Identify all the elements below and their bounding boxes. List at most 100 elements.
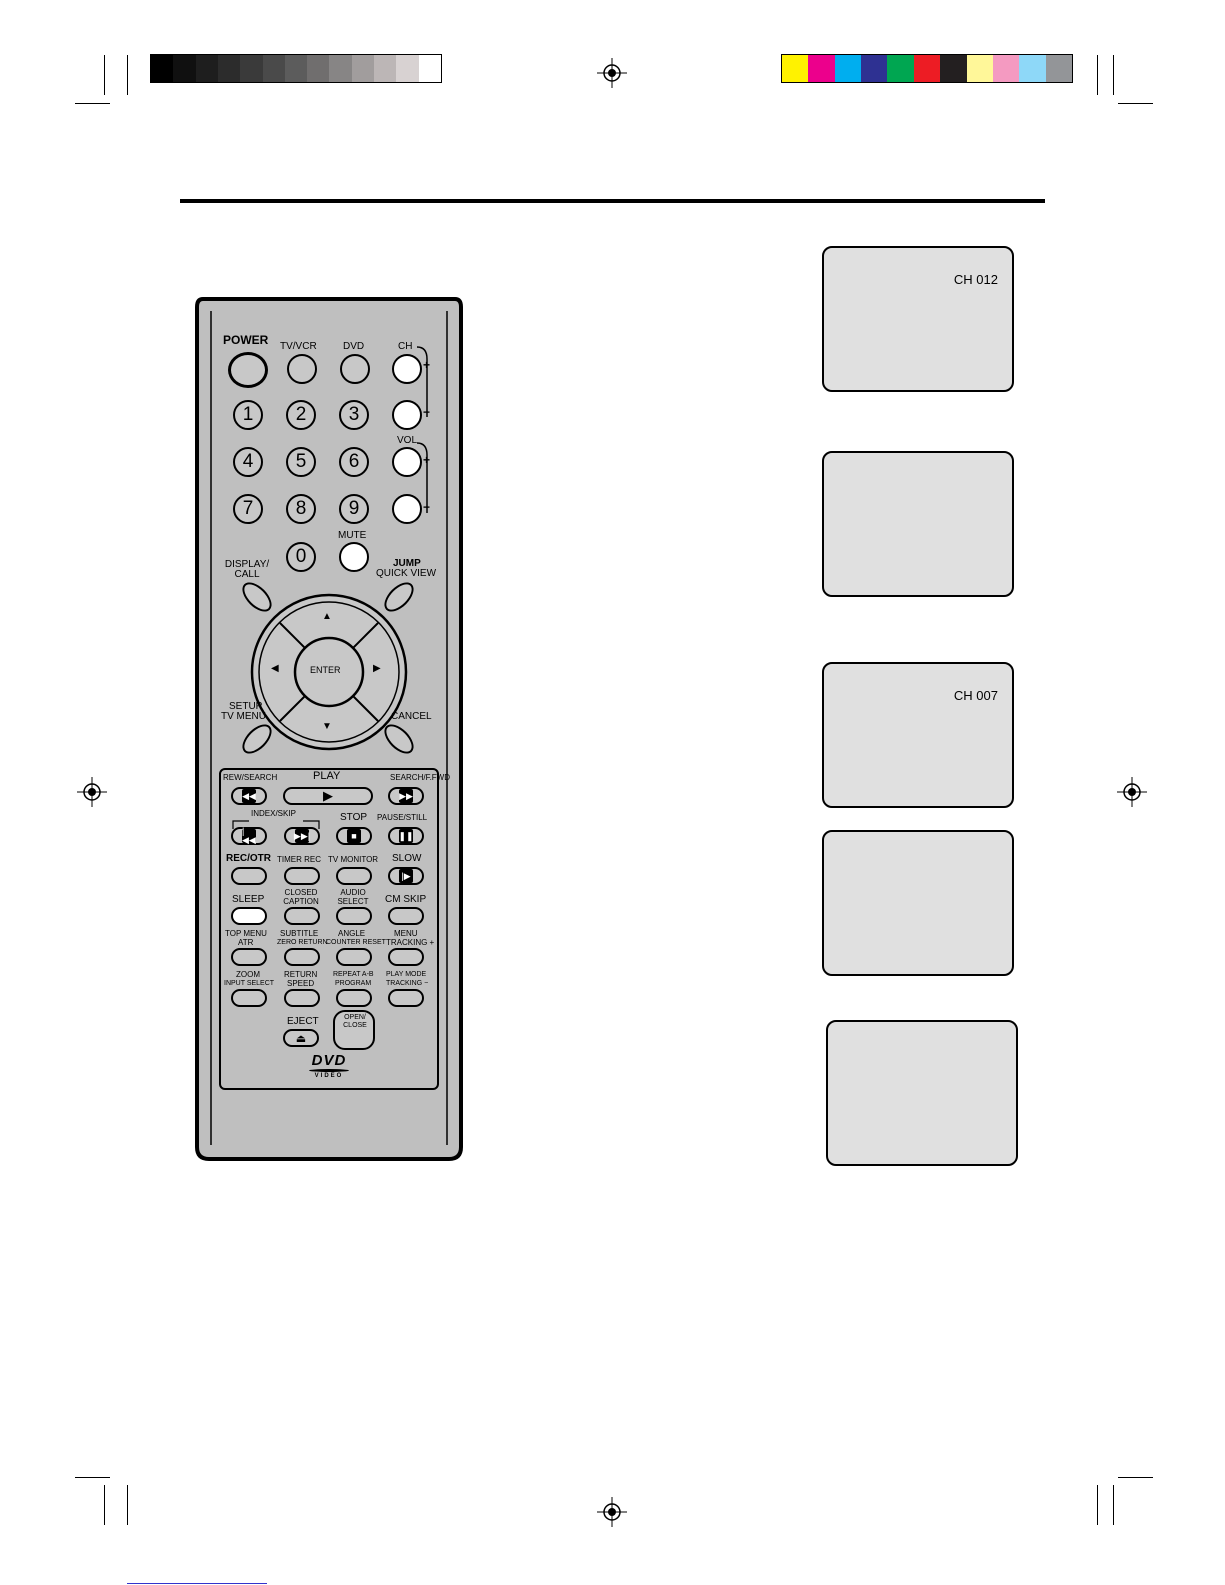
color-swatch — [834, 55, 862, 82]
eject-icon: ⏏ — [295, 1032, 307, 1045]
gray-swatch — [217, 55, 241, 82]
gray-swatch — [195, 55, 218, 82]
gray-swatch — [329, 55, 352, 82]
closed-caption-label: CLOSED CAPTION — [283, 888, 319, 906]
angle-button[interactable] — [336, 948, 372, 966]
stop-label: STOP — [340, 812, 368, 823]
digit-0-button[interactable]: 0 — [286, 542, 316, 572]
digit-4-button[interactable]: 4 — [233, 447, 263, 477]
closed-caption-button[interactable] — [284, 907, 320, 925]
zoom-label: ZOOM — [236, 970, 260, 979]
menu-tracking-plus-button[interactable] — [388, 948, 424, 966]
ch-label: CH — [398, 341, 413, 352]
play-button[interactable]: ▶ — [283, 787, 373, 805]
index-skip-label: INDEX/SKIP — [251, 809, 296, 818]
enter-button[interactable]: ENTER — [310, 665, 341, 675]
pause-still-button[interactable]: ❚❚ — [388, 827, 424, 845]
skip-back-button[interactable]: |◀◀ — [231, 827, 267, 845]
fast-forward-button[interactable]: ▶▶ — [388, 787, 424, 805]
dvd-button[interactable] — [340, 354, 370, 384]
jump-label: JUMP — [393, 558, 421, 569]
zero-return-label: ZERO RETURN — [277, 939, 328, 946]
down-arrow-icon[interactable]: ▼ — [322, 721, 332, 732]
right-arrow-icon[interactable]: ▶ — [373, 663, 381, 674]
digit-5-button[interactable]: 5 — [286, 447, 316, 477]
ch-minus-label: − — [423, 405, 431, 419]
repeat-ab-program-button[interactable] — [336, 989, 372, 1007]
pause-icon: ❚❚ — [398, 829, 414, 843]
search-ffwd-label: SEARCH/F.FWD — [390, 773, 450, 782]
rewind-button[interactable]: ◀◀ — [231, 787, 267, 805]
sleep-button[interactable] — [231, 907, 267, 925]
registration-mark-bottom-icon — [597, 1497, 627, 1527]
play-mode-tracking-minus-button[interactable] — [388, 989, 424, 1007]
timer-rec-button[interactable] — [284, 867, 320, 885]
slow-button[interactable]: |▶ — [388, 867, 424, 885]
stop-icon: ■ — [347, 829, 361, 843]
cm-skip-button[interactable] — [388, 907, 424, 925]
color-swatch — [1045, 55, 1072, 82]
top-menu-label: TOP MENU — [225, 929, 267, 938]
gray-swatch — [351, 55, 375, 82]
return-speed-button[interactable] — [284, 989, 320, 1007]
tv-monitor-button[interactable] — [336, 867, 372, 885]
gray-swatch — [374, 55, 397, 82]
fast-forward-icon: ▶▶ — [399, 789, 413, 803]
volume-up-button[interactable] — [392, 447, 422, 477]
eject-button[interactable]: ⏏ — [283, 1029, 319, 1047]
screen-osd: CH 007 — [953, 688, 998, 703]
digit-6-button[interactable]: 6 — [339, 447, 369, 477]
timer-rec-label: TIMER REC — [277, 855, 321, 864]
digit-8-button[interactable]: 8 — [286, 494, 316, 524]
digit-7-button[interactable]: 7 — [233, 494, 263, 524]
tv-screen-4 — [822, 830, 1014, 976]
cm-skip-label: CM SKIP — [385, 894, 427, 905]
slow-label: SLOW — [392, 853, 422, 864]
digit-2-button[interactable]: 2 — [286, 400, 316, 430]
volume-down-button[interactable] — [392, 494, 422, 524]
screen-osd: CH 012 — [953, 272, 998, 287]
play-label: PLAY — [313, 770, 341, 782]
stop-button[interactable]: ■ — [336, 827, 372, 845]
top-menu-atr-button[interactable] — [231, 948, 267, 966]
dvd-logo-text: DVD — [311, 1052, 347, 1069]
color-swatch — [966, 55, 993, 82]
gray-scale-bar — [150, 54, 442, 83]
tv-screen-3: CH 007 — [822, 662, 1014, 808]
registration-mark-top-icon — [597, 58, 627, 88]
gray-swatch — [173, 55, 196, 82]
channel-down-button[interactable] — [392, 400, 422, 430]
tv-vcr-button[interactable] — [287, 354, 317, 384]
bottom-underline — [127, 1583, 267, 1584]
display-call-label: DISPLAY/ CALL — [224, 559, 270, 580]
channel-up-button[interactable] — [392, 354, 422, 384]
vol-minus-label: − — [423, 500, 431, 514]
mute-button[interactable] — [339, 542, 369, 572]
tracking-minus-label: TRACKING − — [386, 980, 429, 987]
play-mode-label: PLAY MODE — [386, 971, 427, 978]
tv-screen-5 — [826, 1020, 1018, 1166]
power-button[interactable] — [228, 352, 268, 388]
skip-forward-icon: ▶▶| — [294, 829, 310, 843]
pause-still-label: PAUSE/STILL — [377, 813, 428, 822]
up-arrow-icon[interactable]: ▲ — [322, 611, 332, 622]
tv-menu-label: TV MENU — [221, 711, 266, 722]
atr-label: ATR — [238, 938, 254, 947]
input-select-label: INPUT SELECT — [224, 980, 275, 987]
skip-forward-button[interactable]: ▶▶| — [284, 827, 320, 845]
gray-swatch — [396, 55, 419, 82]
quick-view-label: QUICK VIEW — [376, 568, 437, 579]
zoom-input-select-button[interactable] — [231, 989, 267, 1007]
digit-1-button[interactable]: 1 — [233, 400, 263, 430]
eject-label: EJECT — [287, 1016, 319, 1027]
audio-select-button[interactable] — [336, 907, 372, 925]
color-swatch — [913, 55, 941, 82]
left-arrow-icon[interactable]: ◀ — [271, 663, 279, 674]
digit-3-button[interactable]: 3 — [339, 400, 369, 430]
skip-back-icon: |◀◀ — [242, 826, 256, 845]
open-close-button[interactable]: OPEN/ CLOSE — [333, 1010, 375, 1050]
color-swatch — [861, 55, 888, 82]
digit-9-button[interactable]: 9 — [339, 494, 369, 524]
subtitle-button[interactable] — [284, 948, 320, 966]
rec-otr-button[interactable] — [231, 867, 267, 885]
